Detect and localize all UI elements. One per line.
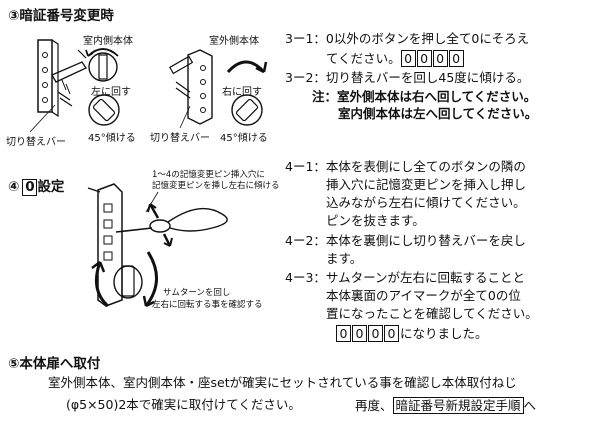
code-digit: 0 — [400, 50, 416, 67]
label-outdoor-body: 室外側本体 — [209, 36, 259, 47]
step-4-2-line1: 本体を裏側にし切り替えバーを戻し — [325, 233, 526, 248]
step-4-1-line1: 本体を表側にし全てのボタンの隣の — [325, 159, 526, 174]
step-3-2-number: 3ー2： — [285, 70, 326, 85]
code-digit: 0 — [448, 50, 464, 67]
label-turn-left: 左に回す — [91, 87, 131, 98]
step-4-2-number: 4ー2： — [285, 233, 326, 248]
section5-heading: ⑤本体扉へ取付 — [8, 356, 101, 372]
code-digit: 0 — [352, 325, 367, 342]
section3-heading: ③暗証番号変更時 — [8, 8, 114, 24]
note-prefix: 注： — [312, 89, 338, 104]
again-prefix: 再度、 — [355, 398, 393, 413]
reset-pin-illustration — [87, 183, 228, 308]
code-digit: 0 — [416, 50, 432, 67]
pin-callout-line2: 記憶変更ピンを挿し左右に傾ける — [152, 181, 280, 191]
step-4-3-number: 4ー3： — [285, 270, 326, 285]
pin-callout-line1: 1～4の記憶変更ピン挿入穴に — [152, 170, 265, 180]
step-4-2-line2: ます。 — [326, 251, 363, 266]
note-line2: 室内側本体は左へ回してください。 — [338, 106, 538, 121]
code-digit: 0 — [368, 325, 383, 342]
step-4-3-line1: サムターンが左右に回転することと — [325, 270, 526, 285]
label-switch-bar-right: 切り替えバー — [150, 133, 210, 144]
result-suffix: になりました。 — [400, 326, 488, 341]
new-code-setup-reference: 暗証番号新規設定手順 — [392, 397, 524, 414]
section4-heading-prefix: ④ — [8, 179, 20, 195]
code-digit: 0 — [432, 50, 448, 67]
step-4-1-line4: ピンを抜きます。 — [326, 213, 425, 228]
step-4-1-line2: 挿入穴に記憶変更ピンを挿入し押し — [326, 177, 527, 192]
step-4-1-number: 4ー1： — [285, 159, 326, 174]
step-4-3-line3: 置になったことを確認してください。 — [326, 306, 538, 321]
step-4-1-line3: 込みながら左右に傾けてください。 — [326, 195, 526, 210]
thumbturn-callout-line2: 左右に回転する事を確認する — [152, 300, 263, 310]
code-digit: 0 — [384, 325, 399, 342]
section5-line1: 室外側本体、室内側本体・座setが確実にセットされている事を確認し本体取付ねじ — [48, 375, 517, 390]
again-suffix: へ — [523, 398, 537, 413]
label-tilt-left: 45°傾ける — [88, 133, 136, 144]
step-4-3-line2: 本体裏面のアイマークが全て0の位 — [326, 288, 521, 303]
thumbturn-callout-line1: サムターンを回し — [163, 288, 231, 298]
step-3-1-line2: てください。 — [326, 51, 401, 66]
step-3-2-line1: 切り替えバーを回し45度に傾ける。 — [325, 70, 530, 85]
label-indoor-body: 室内側本体 — [83, 36, 133, 47]
label-tilt-right: 45°傾ける — [220, 133, 268, 144]
label-switch-bar-left: 切り替えバー — [6, 137, 66, 148]
section5-line2: (φ5×50)2本で確実に取付けてください。 — [66, 397, 301, 412]
switch-bar-illustration — [29, 39, 268, 133]
section4-heading-box: 0 — [22, 179, 38, 196]
label-turn-right: 右に回す — [222, 87, 262, 98]
step-3-1-number: 3ー1： — [285, 31, 326, 46]
step-3-1-line1: 0以外のボタンを押し全て0にそろえ — [325, 31, 530, 46]
code-digit: 0 — [336, 325, 351, 342]
note-line1: 室外側本体は右へ回してください。 — [337, 89, 537, 104]
section4-heading-suffix: 設定 — [37, 179, 65, 195]
